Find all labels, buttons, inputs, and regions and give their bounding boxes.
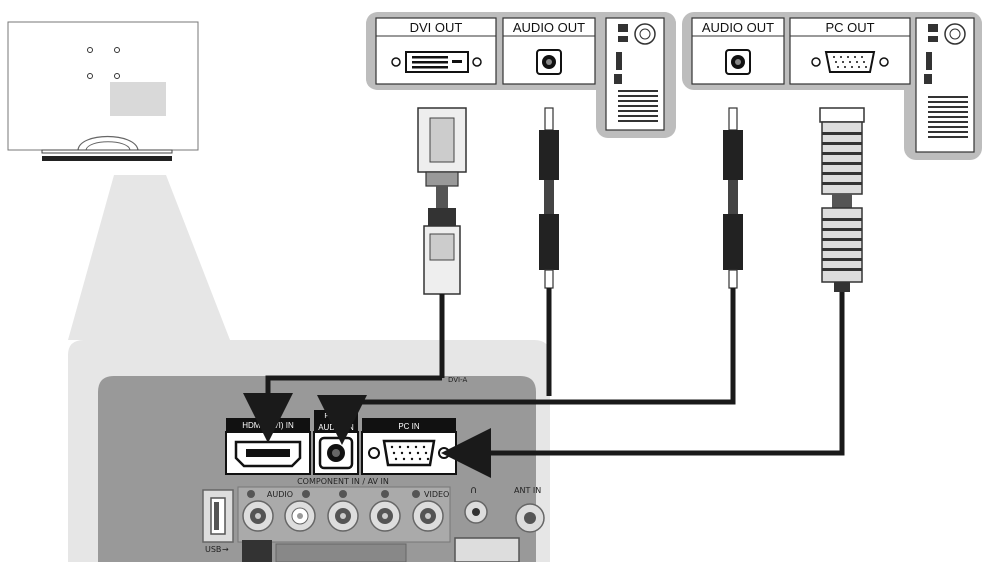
audio-out-label-right: AUDIO OUT	[702, 20, 774, 35]
tv-illustration	[7, 21, 199, 161]
tv-port-area	[110, 82, 166, 116]
tv-stand-base	[42, 156, 172, 161]
pc-right-panel: AUDIO OUT PC OUT	[682, 12, 982, 160]
dvi-hdmi-cable	[243, 107, 467, 443]
usb-label: USB	[205, 545, 221, 554]
audio-l-badge	[302, 490, 310, 498]
audio-out-label-left: AUDIO OUT	[513, 20, 585, 35]
tv-screw-hole	[114, 73, 120, 79]
audio-r-badge	[247, 490, 255, 498]
pc-left-panel: DVI OUT AUDIO OUT	[366, 12, 676, 138]
zoom-cone	[68, 175, 230, 340]
ant-in-jack[interactable]	[515, 503, 545, 533]
tv-screw-hole	[87, 47, 93, 53]
svg-text:DVI-A: DVI-A	[448, 376, 467, 384]
pc-tower-left	[605, 17, 665, 131]
tv-rear-panel: DVI-A HDMI (DVI) IN PC/DVI AUDIO IN PC I…	[68, 340, 550, 562]
tv-screw-hole	[87, 73, 93, 79]
pc-in-label: PC IN	[398, 422, 420, 431]
component-label: COMPONENT IN / AV IN	[297, 477, 389, 486]
audio-in-label: AUDIO IN	[318, 423, 354, 432]
audio-out-port-right[interactable]	[725, 49, 751, 75]
vga-cable	[441, 107, 865, 478]
audio-cable-right	[317, 107, 743, 445]
pb-badge	[339, 490, 347, 498]
y-badge	[412, 490, 420, 498]
audio-in-port[interactable]: PC/DVI AUDIO IN	[313, 410, 359, 475]
headphone-icon: ∩	[470, 485, 477, 496]
tv-screw-hole	[114, 47, 120, 53]
rca-jack-audio-r[interactable]	[242, 500, 274, 532]
audio-out-port-left[interactable]	[536, 49, 562, 75]
headphone-jack[interactable]	[464, 500, 488, 524]
audio-lr-label: AUDIO	[267, 490, 293, 499]
rca-jack-pb[interactable]	[327, 500, 359, 532]
rca-jack-video[interactable]	[412, 500, 444, 532]
lan-port	[454, 537, 520, 562]
usb-port[interactable]	[202, 489, 234, 543]
video-label: VIDEO	[424, 490, 449, 499]
pc-tower-right	[915, 17, 975, 153]
pc-out-port[interactable]	[811, 51, 889, 73]
dvi-out-port[interactable]	[391, 51, 482, 73]
ant-in-label: ANT IN	[514, 486, 541, 495]
rca-jack-audio-l[interactable]	[284, 500, 316, 532]
hdmi-in-label: HDMI (DVI) IN	[242, 421, 294, 430]
dvi-out-label: DVI OUT	[410, 20, 463, 35]
service-port	[242, 540, 272, 562]
pr-badge	[381, 490, 389, 498]
usb-icon: →	[222, 545, 229, 554]
audio-cable-left	[539, 107, 559, 396]
pc-in-port[interactable]: PC IN	[361, 418, 457, 475]
pc-out-label: PC OUT	[825, 20, 874, 35]
hdmi-in-port[interactable]: HDMI (DVI) IN	[225, 418, 311, 475]
scart-port	[275, 543, 407, 562]
rca-jack-pr[interactable]	[369, 500, 401, 532]
